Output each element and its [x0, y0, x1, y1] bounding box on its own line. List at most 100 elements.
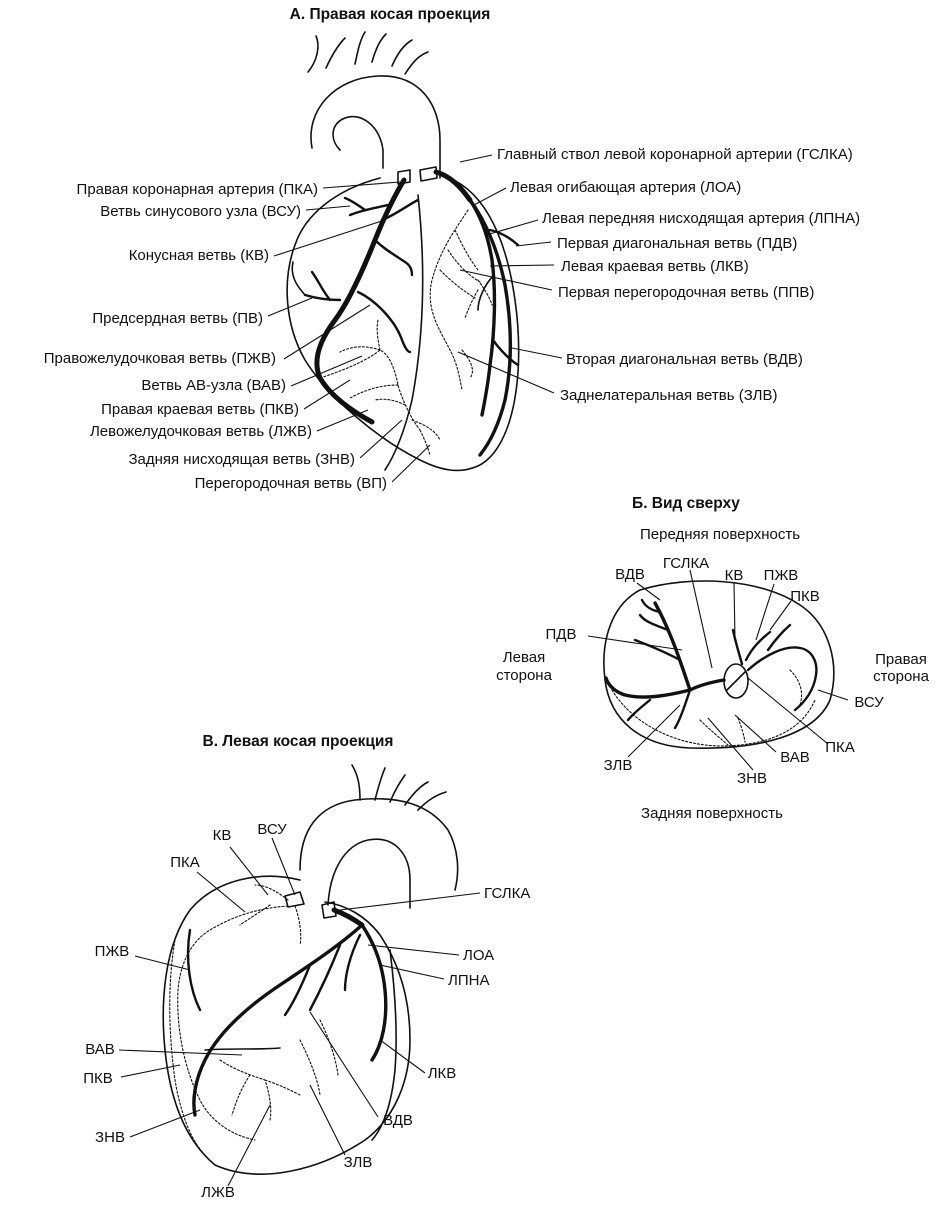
atrium-outline-a: [291, 261, 306, 296]
panel-b-labels: ВДВ ГСЛКА КВ ПЖВ ПКВ ПДВ ВСУ ПКА ЗЛВ ВАВ…: [546, 555, 885, 787]
heart-outline-c: [162, 875, 411, 1175]
label-c-lpna: ЛПНА: [448, 972, 489, 989]
label-c-pzhv: ПЖВ: [95, 943, 130, 960]
septal-groove-a: [384, 194, 424, 471]
label-a-pzhv: Правожелудочковая ветвь (ПЖВ): [44, 350, 276, 367]
panel-b: Б. Вид сверху Передняя поверхность Задня…: [496, 495, 930, 822]
conus-dotted-c: [239, 884, 302, 946]
label-a-pv: Предсердная ветвь (ПВ): [92, 310, 263, 327]
label-c-znv: ЗНВ: [95, 1129, 125, 1146]
aorta-outline: [310, 75, 441, 179]
panel-c-labels: КВ ВСУ ПКА ГСЛКА ПЖВ ЛОА ЛПНА ВАВ ПКВ ЛК…: [83, 821, 530, 1201]
aortic-branch-2: [354, 31, 387, 65]
rca-b: [746, 646, 818, 712]
label-c-lkv: ЛКВ: [428, 1065, 457, 1082]
left-ostium-a: [419, 166, 438, 182]
left-ostium-c: [321, 901, 337, 919]
label-c-gslka: ГСЛКА: [484, 885, 530, 902]
conus-branch-a: [380, 198, 420, 222]
panel-c-leaders: [118, 837, 481, 1187]
left-side-label-2: сторона: [496, 667, 553, 684]
posterior-surface-label: Задняя поверхность: [641, 805, 783, 822]
label-b-pka: ПКА: [825, 739, 855, 756]
arch-branches-c: [351, 764, 447, 811]
panel-c-heart-drawing: [162, 764, 459, 1175]
diag-b: [633, 598, 682, 662]
aortic-branch-1: [307, 35, 346, 73]
panel-c: В. Левая косая проекция: [83, 733, 530, 1201]
label-a-vdv: Вторая диагональная ветвь (ВДВ): [566, 351, 803, 368]
label-b-kv: КВ: [725, 567, 744, 584]
right-ostium-c: [284, 891, 305, 908]
label-b-zlv: ЗЛВ: [604, 757, 633, 774]
label-b-pkv: ПКВ: [790, 588, 820, 605]
rv-branch-c: [186, 928, 202, 1012]
label-c-pka: ПКА: [170, 854, 200, 871]
panel-c-title: В. Левая косая проекция: [203, 733, 394, 750]
panel-b-title: Б. Вид сверху: [632, 495, 740, 512]
heart-outline-b: [603, 580, 835, 749]
label-a-lzhv: Левожелудочковая ветвь (ЛЖВ): [90, 423, 312, 440]
rv-branch-b: [766, 623, 792, 652]
label-c-kv: КВ: [213, 827, 232, 844]
label-c-vdv: ВДВ: [383, 1112, 413, 1129]
right-side-label-2: сторона: [873, 668, 930, 685]
rca-dotted-c: [177, 905, 289, 1141]
diag-1-a: [488, 228, 520, 247]
left-main-c: [331, 907, 365, 928]
septal-vessels-a: [429, 209, 493, 391]
label-a-loa: Левая огибающая артерия (ЛОА): [510, 179, 741, 196]
label-a-pka: Правая коронарная артерия (ПКА): [77, 181, 318, 198]
sinus-node-branch-a: [343, 196, 390, 217]
septal-line-c: [371, 949, 397, 1141]
panel-b-leaders: [587, 569, 849, 771]
label-b-vav: ВАВ: [780, 749, 810, 766]
panel-a-title: А. Правая косая проекция: [290, 6, 491, 23]
label-c-zlv: ЗЛВ: [344, 1154, 373, 1171]
label-c-vav: ВАВ: [85, 1041, 115, 1058]
diag-c: [283, 943, 342, 1017]
posterior-vessels-b: [611, 669, 816, 747]
label-a-pkv: Правая краевая ветвь (ПКВ): [101, 401, 299, 418]
av-groove-c: [204, 1047, 281, 1051]
label-a-vp: Перегородочная ветвь (ВП): [195, 475, 387, 492]
label-b-vdv: ВДВ: [615, 566, 645, 583]
label-b-znv: ЗНВ: [737, 770, 767, 787]
label-b-pzhv: ПЖВ: [764, 567, 799, 584]
label-b-gslka: ГСЛКА: [663, 555, 709, 572]
aortic-valve-b: [726, 671, 746, 691]
lcx-branch-c: [343, 933, 362, 992]
label-c-lzhv: ЛЖВ: [201, 1184, 235, 1201]
anterior-surface-label: Передняя поверхность: [640, 526, 800, 543]
label-c-loa: ЛОА: [463, 947, 494, 964]
label-a-ppv: Первая перегородочная ветвь (ППВ): [558, 284, 814, 301]
label-c-pkv: ПКВ: [83, 1070, 113, 1087]
right-ostium-a: [397, 169, 411, 185]
lad-a: [468, 198, 512, 457]
label-b-pdv: ПДВ: [546, 626, 577, 643]
label-a-vsu: Ветвь синусового узла (ВСУ): [100, 203, 301, 220]
label-a-lkv: Левая краевая ветвь (ЛКВ): [561, 258, 749, 275]
right-edge-dotted-c: [169, 939, 206, 1156]
lcx-b: [604, 676, 692, 699]
posterior-dotted-c: [219, 1019, 339, 1121]
left-main-a: [433, 169, 473, 203]
panel-a-leaders: [267, 154, 563, 483]
aortic-branch-3: [391, 39, 429, 75]
label-b-vsu: ВСУ: [854, 694, 884, 711]
panel-a-heart-drawing: [286, 31, 520, 472]
panel-a-labels: Главный ствол левой коронарной артерии (…: [44, 146, 860, 492]
label-a-vav: Ветвь АВ-узла (ВАВ): [141, 377, 286, 394]
posterior-vessels-a: [319, 319, 441, 456]
lad-c: [192, 923, 364, 1117]
label-c-vsu: ВСУ: [257, 821, 287, 838]
right-side-label-1: Правая: [875, 651, 927, 668]
rv-branch-2-a: [356, 290, 412, 354]
rv-branch-a: [373, 238, 414, 277]
label-a-kv: Конусная ветвь (КВ): [129, 247, 269, 264]
panel-a: А. Правая косая проекция: [44, 6, 860, 492]
marginal-a: [477, 274, 495, 311]
left-main-b: [688, 678, 726, 692]
panel-b-heart-drawing: [603, 580, 835, 749]
